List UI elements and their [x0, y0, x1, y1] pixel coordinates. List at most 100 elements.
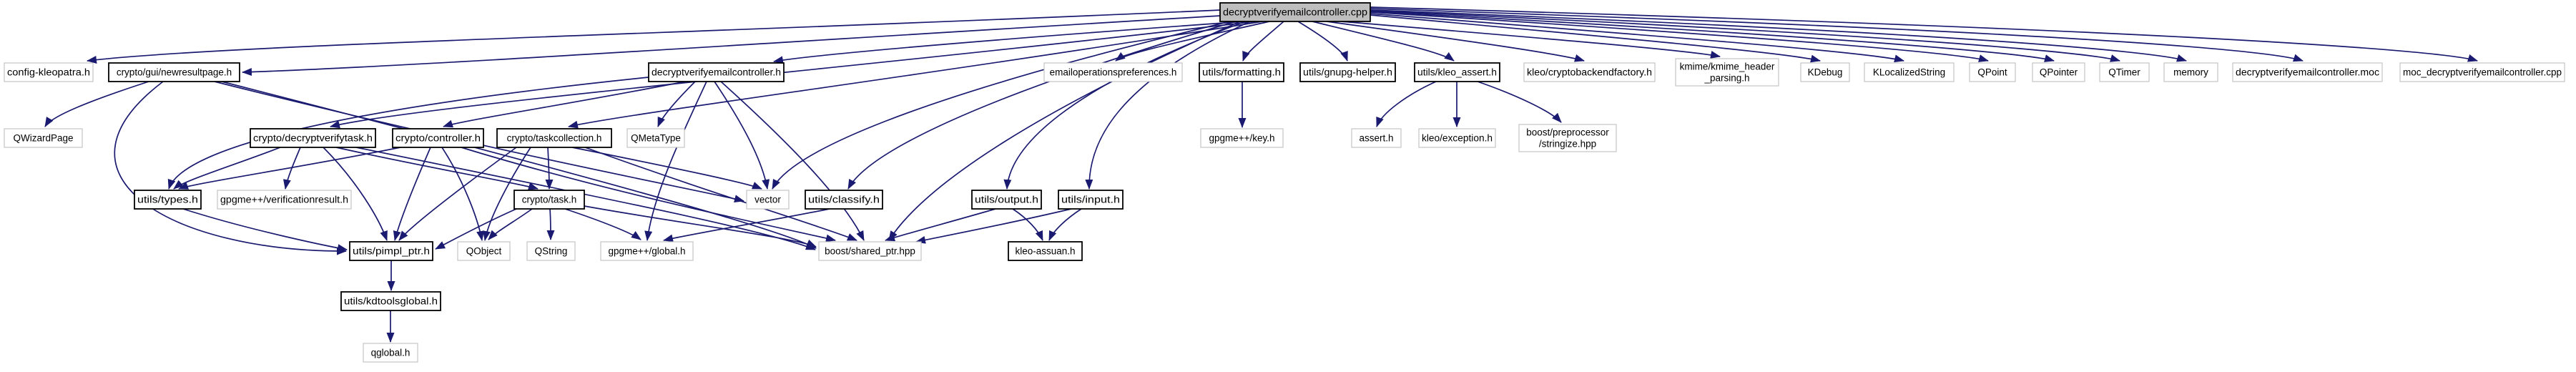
node-utils-output-h[interactable]: utils/output.h	[971, 190, 1042, 210]
edge-crypto-task-h--utils-pimpl-ptr-h	[435, 208, 517, 250]
node-utils-kleo-assert-h[interactable]: utils/kleo_assert.h	[1414, 62, 1500, 82]
svg-text:utils/kdtoolsglobal.h: utils/kdtoolsglobal.h	[344, 296, 438, 307]
svg-text:emailoperationspreferences.h: emailoperationspreferences.h	[1050, 67, 1177, 78]
svg-text:memory: memory	[2173, 67, 2208, 78]
svg-text:_parsing.h: _parsing.h	[1704, 73, 1749, 84]
svg-text:gpgme++/verificationresult.h: gpgme++/verificationresult.h	[220, 195, 348, 205]
node-kleo-assuan-h[interactable]: kleo-assuan.h	[1008, 241, 1083, 261]
svg-text:utils/input.h: utils/input.h	[1061, 195, 1120, 205]
svg-text:gpgme++/key.h: gpgme++/key.h	[1209, 133, 1274, 144]
node-kleo-exception-h: kleo/exception.h	[1418, 128, 1496, 148]
svg-text:utils/types.h: utils/types.h	[137, 195, 198, 205]
node-boost-preprocessor-stringize-hpp: boost/preprocessor/stringize.hpp	[1518, 124, 1617, 152]
node-crypto-taskcollection-h[interactable]: crypto/taskcollection.h	[496, 128, 612, 148]
svg-text:vector: vector	[754, 195, 781, 205]
edge-root--kdebug	[1370, 14, 1821, 63]
svg-text:config-kleopatra.h: config-kleopatra.h	[7, 67, 90, 78]
svg-text:kleo/cryptobackendfactory.h: kleo/cryptobackendfactory.h	[1527, 67, 1652, 78]
edge-root--memory	[1370, 9, 2187, 62]
edge-utils-output-h--kleo-assuan-h	[1012, 208, 1043, 241]
node-kdebug: KDebug	[1800, 62, 1850, 82]
svg-text:kmime/kmime_header: kmime/kmime_header	[1680, 62, 1775, 72]
edge-crypto-controller-h--utils-pimpl-ptr-h	[393, 147, 431, 241]
edge-utils-kleo-assert-h--boost-preprocessor-stringize-hpp	[1477, 81, 1562, 123]
svg-text:kleo/exception.h: kleo/exception.h	[1422, 133, 1493, 144]
node-utils-formatting-h[interactable]: utils/formatting.h	[1199, 62, 1284, 82]
svg-text:KLocalizedString: KLocalizedString	[1873, 67, 1945, 78]
node-utils-kdtoolsglobal-h[interactable]: utils/kdtoolsglobal.h	[340, 291, 441, 311]
node-qwizardpage: QWizardPage	[4, 128, 83, 148]
edge-utils-types-h--utils-pimpl-ptr-h	[182, 208, 348, 253]
svg-text:KDebug: KDebug	[1808, 67, 1843, 78]
edge-root--boost-shared-ptr-hpp	[888, 21, 1241, 241]
svg-text:boost/shared_ptr.hpp: boost/shared_ptr.hpp	[825, 246, 915, 257]
edge-crypto-controller-h--qobject	[441, 147, 484, 241]
node-newresultpage-h[interactable]: crypto/gui/newresultpage.h	[108, 62, 240, 82]
edge-utils-input-h--boost-shared-ptr-hpp	[915, 208, 1072, 244]
node-config-kleopatra-h: config-kleopatra.h	[4, 62, 94, 82]
edge-crypto-taskcollection-h--qobject	[483, 147, 531, 241]
edge-root--moc-decryptverifyemailcontroller-cpp	[1370, 6, 2478, 62]
node-memory: memory	[2163, 62, 2218, 82]
edge-root--decryptverifyemailcontroller-h	[773, 21, 1245, 64]
svg-text:assert.h: assert.h	[1359, 133, 1393, 144]
edge-newresultpage-h--qwizardpage	[44, 81, 149, 127]
svg-text:gpgme++/global.h: gpgme++/global.h	[608, 246, 685, 257]
svg-text:qglobal.h: qglobal.h	[371, 348, 411, 358]
node-emailoperationspreferences-h: emailoperationspreferences.h	[1043, 62, 1183, 82]
node-qpointer: QPointer	[2032, 62, 2085, 82]
svg-text:kleo-assuan.h: kleo-assuan.h	[1015, 246, 1075, 257]
edge-crypto-task-h--qobject	[488, 208, 533, 240]
node-moc-decryptverifyemailcontroller-cpp: moc_decryptverifyemailcontroller.cpp	[2399, 62, 2565, 82]
edge-crypto-controller-h--utils-types-h	[178, 147, 401, 190]
node-utils-gnupg-helper-h[interactable]: utils/gnupg-helper.h	[1299, 62, 1396, 82]
svg-text:utils/pimpl_ptr.h: utils/pimpl_ptr.h	[353, 246, 430, 257]
edge-root--vector	[772, 21, 1231, 190]
edge-crypto-task-h--boost-shared-ptr-hpp	[584, 205, 817, 248]
edge-crypto-taskcollection-h--utils-pimpl-ptr-h	[398, 147, 517, 241]
node-utils-pimpl-ptr-h[interactable]: utils/pimpl_ptr.h	[349, 241, 433, 261]
edge-decryptverifyemailcontroller-h--qmetatype	[657, 81, 696, 127]
svg-text:crypto/task.h: crypto/task.h	[522, 195, 577, 205]
edge-crypto-taskcollection-h--vector	[571, 147, 762, 190]
edge-utils-kleo-assert-h--assert-h	[1376, 81, 1437, 127]
edge-crypto-decryptverifytask-h--gpgme-verificationresult-h	[282, 147, 301, 190]
svg-text:moc_decryptverifyemailcontroll: moc_decryptverifyemailcontroller.cpp	[2403, 67, 2562, 78]
edge-root--kleo-cryptobackendfactory-h	[1326, 21, 1585, 62]
edge-decryptverifyemailcontroller-h--crypto-controller-h	[443, 81, 686, 128]
edge-root--config-kleopatra-h	[87, 9, 1221, 64]
edge-root--decryptverifyemailcontroller-moc	[1370, 8, 2304, 62]
edge-utils-output-h--boost-shared-ptr-hpp	[885, 208, 996, 242]
node-utils-input-h[interactable]: utils/input.h	[1058, 190, 1124, 210]
node-root: decryptverifyemailcontroller.cpp	[1219, 2, 1371, 22]
edge-root--utils-classify-h	[847, 21, 1237, 190]
edge-crypto-decryptverifytask-h--utils-types-h	[173, 147, 281, 190]
edge-root--qtimer	[1370, 10, 2120, 62]
edge-crypto-controller-h--boost-shared-ptr-hpp	[461, 147, 836, 243]
node-crypto-controller-h[interactable]: crypto/controller.h	[392, 128, 484, 148]
edge-crypto-decryptverifytask-h--utils-pimpl-ptr-h	[323, 147, 388, 241]
edge-newresultpage-h--utils-pimpl-ptr-h	[114, 81, 347, 255]
svg-text:QMetaType: QMetaType	[631, 133, 681, 144]
svg-text:crypto/taskcollection.h: crypto/taskcollection.h	[507, 133, 602, 144]
node-gpgme-global-h: gpgme++/global.h	[600, 241, 694, 261]
edge-root--klocalizedstring	[1370, 13, 1904, 63]
svg-text:/stringize.hpp: /stringize.hpp	[1539, 139, 1596, 150]
node-boost-shared-ptr-hpp: boost/shared_ptr.hpp	[818, 241, 922, 261]
node-utils-types-h[interactable]: utils/types.h	[134, 190, 202, 210]
node-qpoint: QPoint	[1969, 62, 2016, 82]
node-utils-classify-h[interactable]: utils/classify.h	[805, 190, 883, 210]
svg-text:QString: QString	[535, 246, 568, 257]
node-crypto-decryptverifytask-h[interactable]: crypto/decryptverifytask.h	[250, 128, 376, 148]
edge-root--utils-input-h	[1085, 21, 1251, 190]
edge-newresultpage-h--boost-shared-ptr-hpp	[221, 81, 817, 249]
node-decryptverifyemailcontroller-h[interactable]: decryptverifyemailcontroller.h	[648, 62, 785, 82]
node-kleo-cryptobackendfactory-h: kleo/cryptobackendfactory.h	[1523, 62, 1656, 82]
node-qmetatype: QMetaType	[626, 128, 685, 148]
edge-root--kmime-header-parsing-h	[1340, 21, 1721, 59]
svg-text:utils/classify.h: utils/classify.h	[808, 195, 880, 205]
edge-decryptverifyemailcontroller-h--vector	[714, 81, 770, 190]
node-crypto-task-h[interactable]: crypto/task.h	[513, 190, 585, 210]
node-gpgme-verificationresult-h: gpgme++/verificationresult.h	[217, 190, 352, 210]
